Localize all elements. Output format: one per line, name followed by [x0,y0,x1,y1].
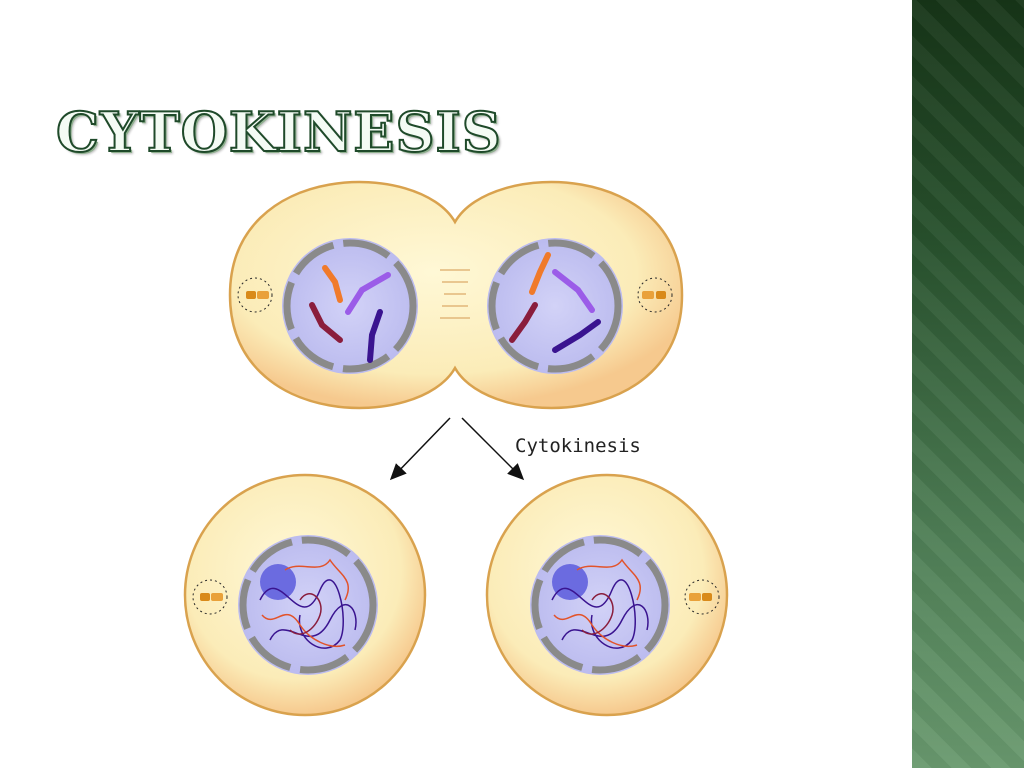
slide-title: Cytokinesis [55,99,502,165]
daughter-right-centrosome [684,579,720,615]
centrosome-right [637,277,673,313]
nucleus-left [282,238,418,374]
arrow-left-daughter [389,417,451,481]
cleavage-furrow-lines [440,269,470,319]
process-label: Cytokinesis [515,435,641,457]
daughter-cell-left [183,473,427,717]
daughter-cell-right [485,473,729,717]
dividing-cell [228,180,684,410]
centrosome-left [237,277,273,313]
decorative-side-band [912,0,1024,768]
arrow-right-daughter [461,417,525,481]
nucleus-right [487,238,623,374]
daughter-left-centrosome [192,579,228,615]
